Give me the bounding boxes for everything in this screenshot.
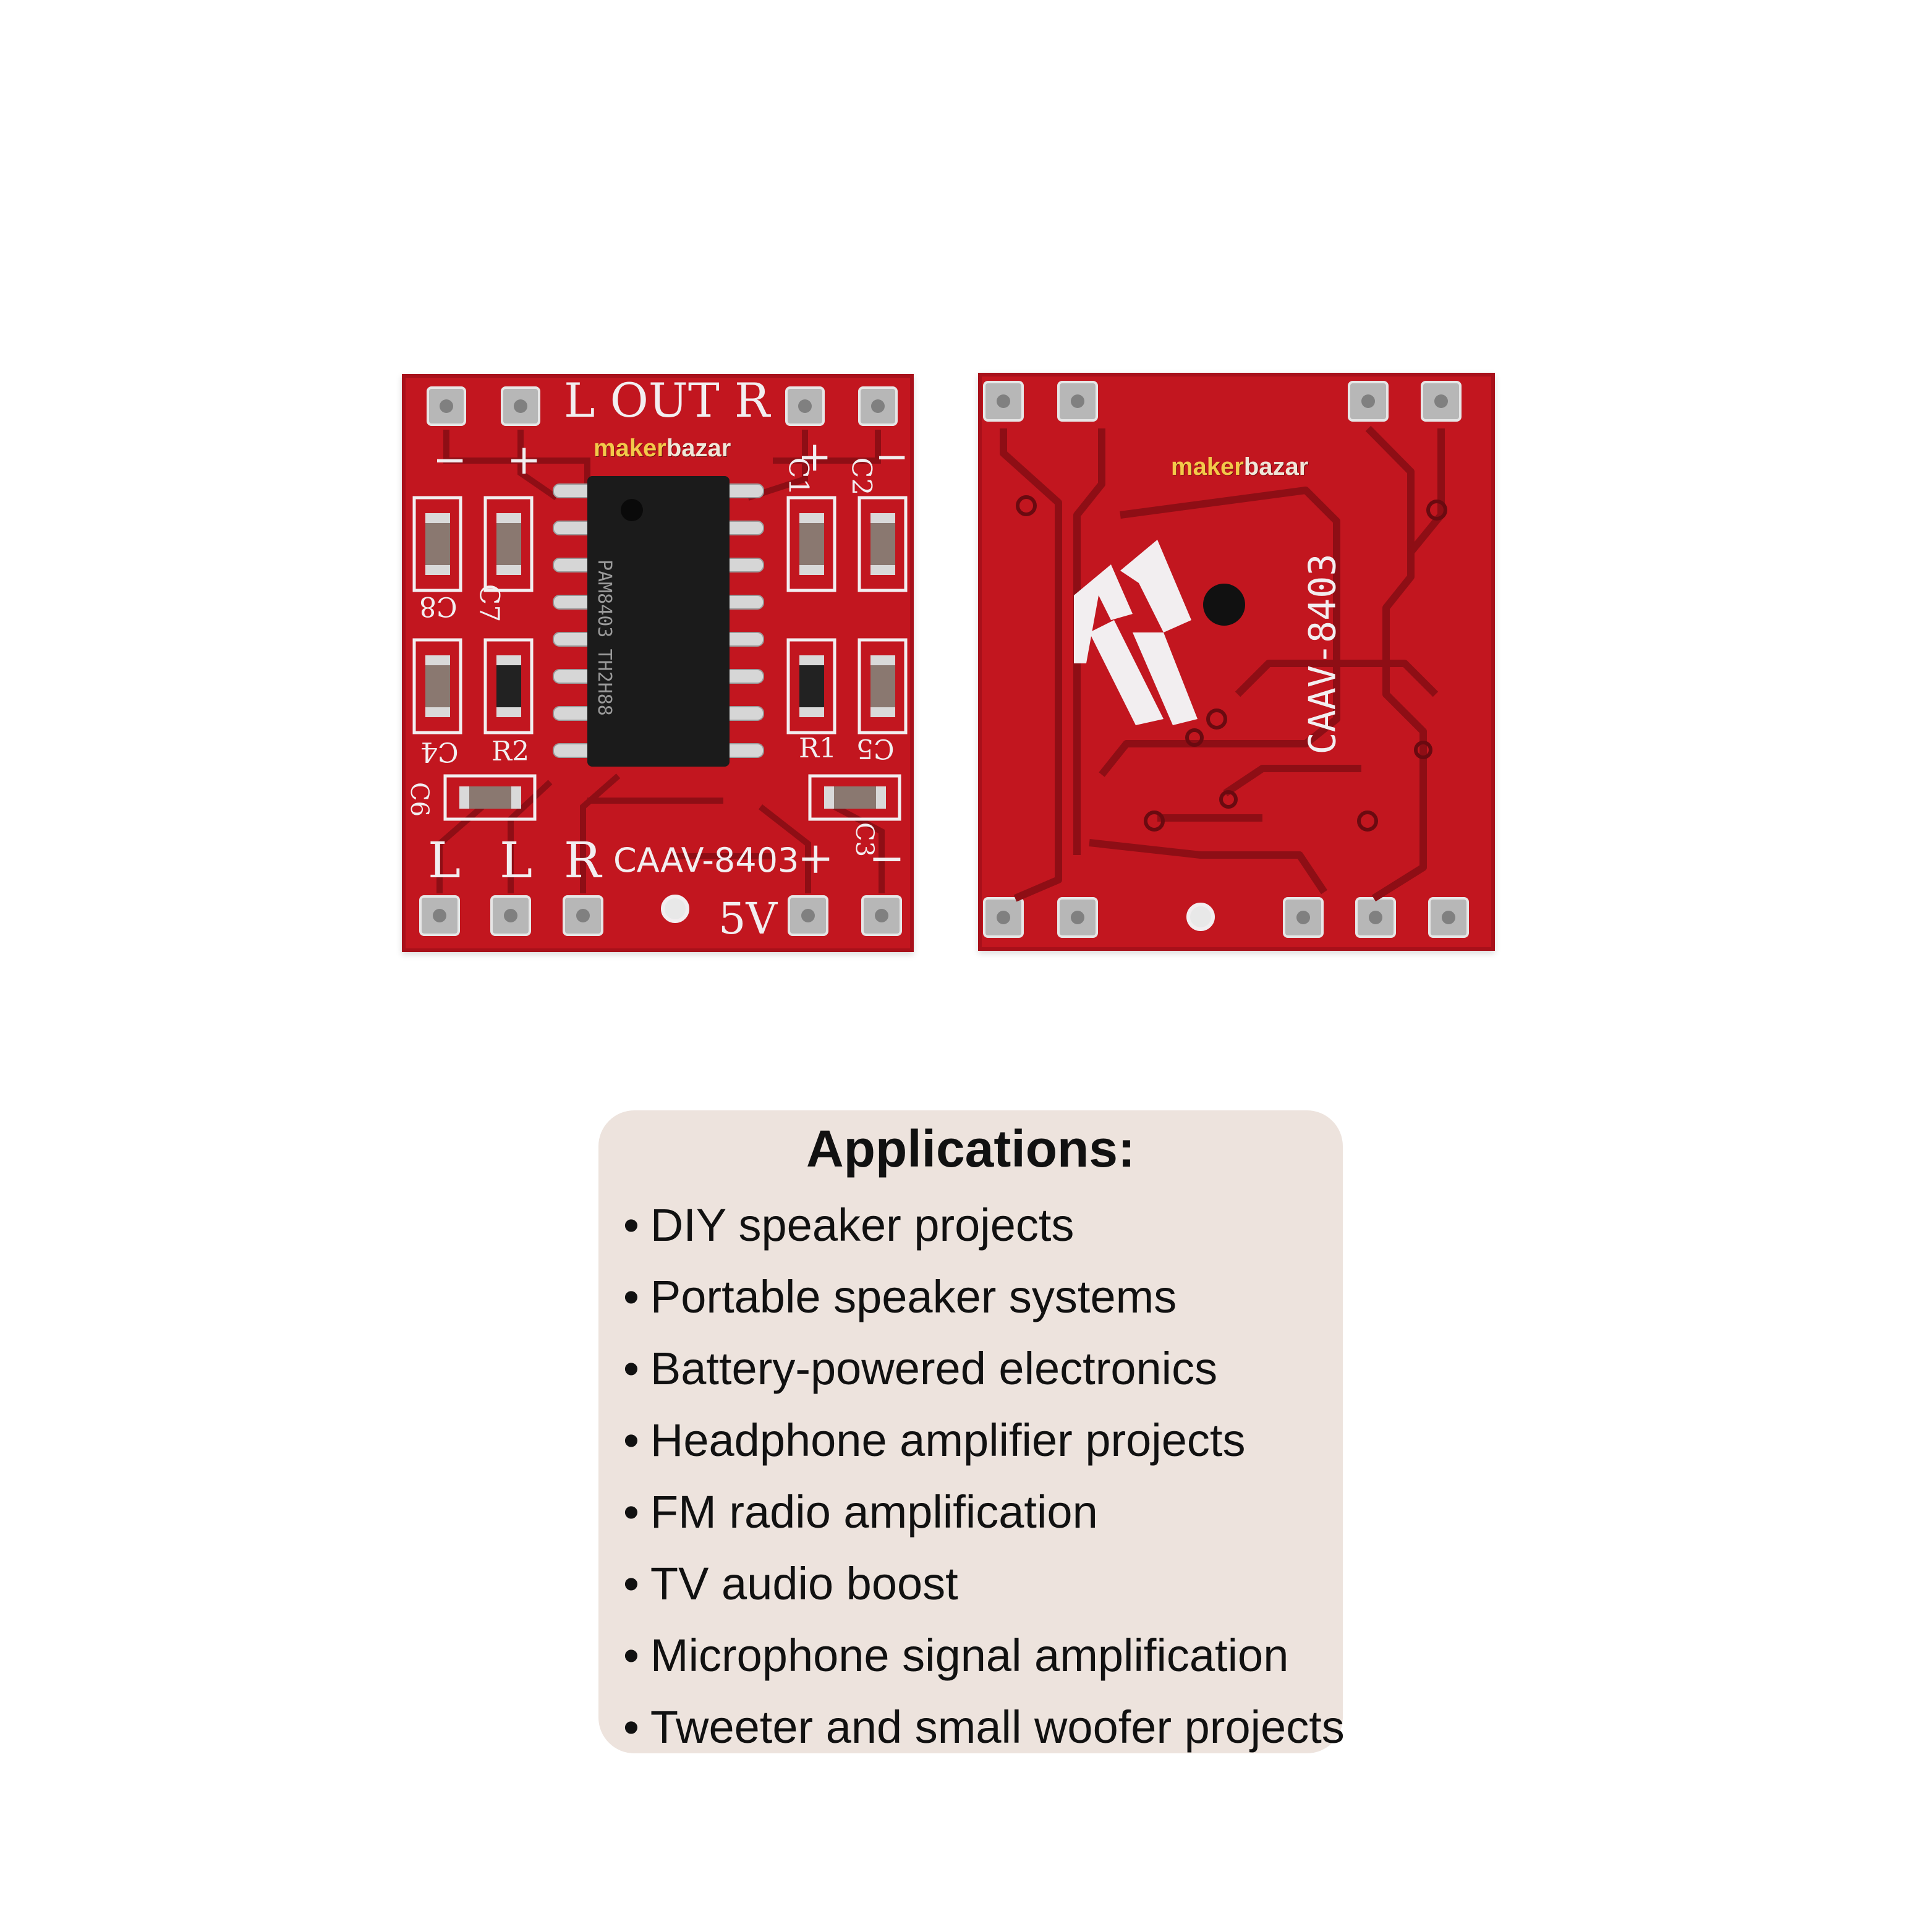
front-label-r: R — [564, 832, 602, 889]
front-label-l2: L — [500, 832, 533, 889]
list-item: •Microphone signal amplification — [623, 1630, 1289, 1681]
list-item: •DIY speaker projects — [623, 1199, 1075, 1251]
pcb-front-image: L OUT R makerbazar PAM8403 TH2H88 − + + … — [402, 373, 914, 952]
pcb-front-artwork — [412, 386, 908, 936]
list-item: •Battery-powered electronics — [623, 1343, 1218, 1394]
label-r1: R1 — [799, 733, 837, 764]
front-output-label: L OUT R — [564, 373, 770, 428]
chip-marking: PAM8403 TH2H88 — [594, 560, 615, 716]
label-c1: C1 — [782, 457, 814, 496]
applications-list: •DIY speaker projects •Portable speaker … — [623, 1189, 1345, 1763]
label-c4: C4 — [420, 736, 459, 767]
front-sign-3: + — [798, 433, 832, 480]
list-item: •FM radio amplification — [623, 1486, 1098, 1538]
label-c2: C2 — [845, 457, 877, 496]
label-c7: C7 — [473, 584, 505, 623]
front-sign-5: + — [798, 833, 834, 883]
front-voltage-label: 5V — [718, 893, 778, 944]
applications-title: Applications: — [806, 1120, 1135, 1178]
back-brand-logo: makerbazar — [1171, 453, 1309, 480]
front-brand-logo: makerbazar — [594, 435, 731, 462]
label-c8: C8 — [419, 590, 457, 622]
label-r2: R2 — [492, 736, 530, 767]
front-sign-1: − — [433, 436, 467, 483]
pcb-back-artwork — [983, 381, 1469, 938]
pcb-back-image: makerbazar CAAV-8403 — [978, 373, 1495, 951]
front-sign-4: − — [875, 433, 909, 480]
front-sign-2: + — [507, 436, 542, 483]
applications-panel: Applications: •DIY speaker projects •Por… — [598, 1110, 1345, 1753]
list-item: •TV audio boost — [623, 1558, 958, 1609]
front-model-label: CAAV-8403 — [613, 841, 799, 880]
front-label-l1: L — [428, 832, 461, 889]
front-sign-6: − — [869, 833, 905, 883]
list-item: •Headphone amplifier projects — [623, 1415, 1246, 1466]
label-c6: C6 — [405, 781, 434, 817]
label-c5: C5 — [856, 733, 895, 764]
back-model-label: CAAV-8403 — [1301, 553, 1345, 755]
list-item: •Portable speaker systems — [623, 1271, 1177, 1322]
list-item: •Tweeter and small woofer projects — [623, 1701, 1345, 1753]
